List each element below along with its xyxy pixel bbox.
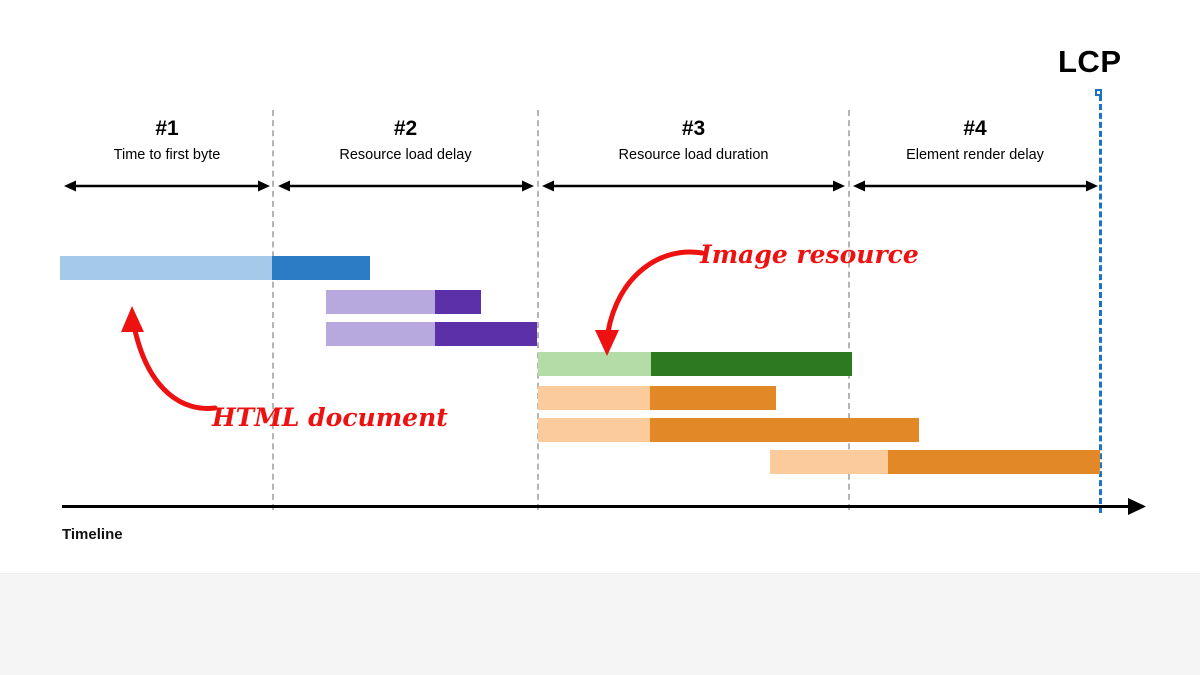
html-document-annotation: HTML document [212, 403, 448, 432]
phase-1-name: Time to first byte [113, 147, 221, 163]
phase-4-name: Element render delay [906, 147, 1044, 163]
phase-2-arrow-icon [278, 180, 534, 192]
resource-bar-stylesheet-2 [326, 290, 481, 314]
bar-segment-wait [770, 450, 888, 474]
phase-1-number: #1 [155, 117, 179, 140]
phase-2-name: Resource load delay [339, 147, 472, 163]
phase-4: #4 Element render delay [850, 116, 1100, 166]
phase-4-arrow-icon [853, 180, 1098, 192]
phase-1: #1 Time to first byte [62, 116, 272, 166]
bar-segment-wait [538, 386, 650, 410]
phase-3-name: Resource load duration [618, 147, 769, 163]
resource-bar-script-5 [538, 386, 776, 410]
lcp-label: LCP [1058, 44, 1122, 79]
image-resource-annotation: Image resource [700, 240, 919, 269]
resource-bar-stylesheet-3 [326, 322, 537, 346]
gridline-3 [848, 110, 850, 510]
legend-panel: DocumentStylesheetScriptImage [0, 573, 1200, 675]
resource-bar-script-6 [538, 418, 919, 442]
chart-plot-area: LCP #1 Time to first byte #2 Resource lo… [60, 44, 1146, 543]
lcp-marker-line [1099, 95, 1102, 513]
bar-segment-wait [60, 256, 272, 280]
phase-3-arrow-icon [542, 180, 845, 192]
phase-3: #3 Resource load duration [539, 116, 848, 166]
timeline-axis-arrow-icon [1126, 498, 1146, 520]
lcp-marker-cap-icon [1095, 89, 1102, 96]
gridline-2 [537, 110, 539, 510]
timeline-axis-line [62, 505, 1130, 508]
bar-segment-download [650, 418, 919, 442]
phase-3-number: #3 [681, 117, 706, 140]
phase-2: #2 Resource load delay [274, 116, 537, 166]
bar-segment-wait [538, 418, 650, 442]
bar-segment-wait [538, 352, 651, 376]
bar-segment-download [888, 450, 1100, 474]
phase-4-number: #4 [963, 117, 987, 140]
bar-segment-download [650, 386, 776, 410]
resource-bar-script-7 [770, 450, 1100, 474]
gridline-1 [272, 110, 274, 510]
bar-segment-download [435, 290, 481, 314]
image-resource-arrow-icon [590, 240, 705, 363]
bar-segment-wait [326, 290, 435, 314]
bar-segment-wait [326, 322, 435, 346]
phase-2-number: #2 [393, 117, 418, 140]
bar-segment-download [272, 256, 370, 280]
bar-segment-download [435, 322, 537, 346]
timeline-label: Timeline [62, 526, 123, 543]
phase-1-arrow-icon [64, 180, 270, 192]
html-document-arrow-icon [112, 286, 222, 423]
resource-bar-image-4 [538, 352, 852, 376]
bar-segment-download [651, 352, 852, 376]
resource-bar-document-1 [60, 256, 370, 280]
